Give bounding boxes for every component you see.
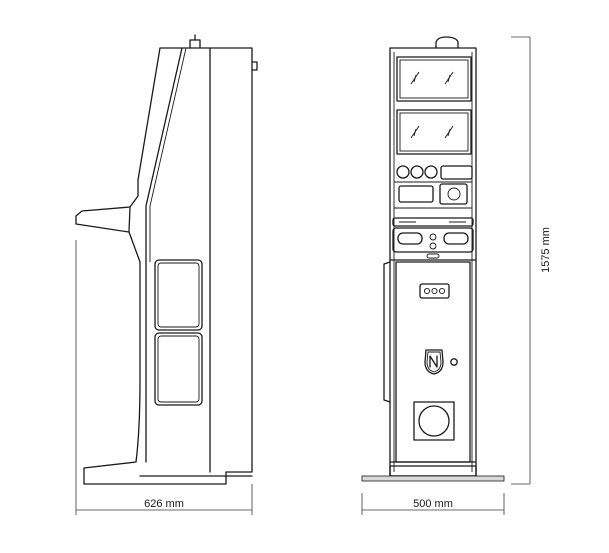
front-view [361, 36, 505, 482]
badge-n-logo-icon [424, 349, 444, 375]
side-door-upper [154, 259, 203, 331]
lower-screen-glare-icons [410, 125, 454, 139]
floor-plate [361, 475, 505, 482]
control-deck-panel [392, 227, 474, 253]
front-button-2 [410, 165, 424, 179]
front-display-window [440, 165, 473, 180]
deck-center-button-2 [429, 242, 437, 250]
side-button-deck [75, 206, 131, 233]
deck-center-button-1 [429, 233, 437, 241]
side-door-upper-inner [157, 262, 200, 328]
speaker-cone [418, 405, 450, 437]
deck-left-button [397, 232, 423, 245]
front-button-1 [396, 165, 410, 179]
lock-keyhole [450, 358, 458, 366]
side-cabinet-outline [83, 47, 253, 485]
front-top-lamp [435, 36, 459, 49]
side-door-lower [154, 332, 203, 406]
coin-acceptor-dial [447, 187, 461, 201]
lower-door [395, 261, 471, 463]
side-door-lower-inner [157, 335, 200, 403]
side-top-lamp [189, 39, 201, 49]
deck-right-button [443, 232, 469, 245]
side-rear-bracket [251, 61, 258, 71]
lower-screen [396, 109, 472, 155]
front-button-3 [424, 165, 438, 179]
upper-screen-inner [399, 59, 469, 99]
lower-screen-inner [399, 112, 469, 152]
side-depth-dimension: 626 mm [75, 240, 253, 515]
deck-center-slot [426, 253, 440, 259]
front-left-trim [383, 261, 391, 403]
upper-screen-glare-icons [410, 71, 454, 85]
height-label: 1575 mm [540, 227, 552, 273]
coin-acceptor-box [439, 183, 468, 205]
note-acceptor-slot [398, 185, 434, 203]
control-deck-top [392, 217, 474, 227]
side-depth-label: 626 mm [144, 498, 184, 510]
side-view [75, 34, 258, 485]
front-base [389, 465, 477, 477]
speaker-frame [413, 401, 455, 441]
front-width-label: 500 mm [413, 498, 453, 510]
side-screen-profile [145, 47, 183, 463]
side-inner-panel [149, 47, 187, 262]
front-width-dimension: 500 mm [361, 493, 505, 515]
upper-screen [396, 56, 472, 102]
meter-plate [419, 283, 450, 299]
height-dimension: 1575 mm [511, 36, 552, 485]
